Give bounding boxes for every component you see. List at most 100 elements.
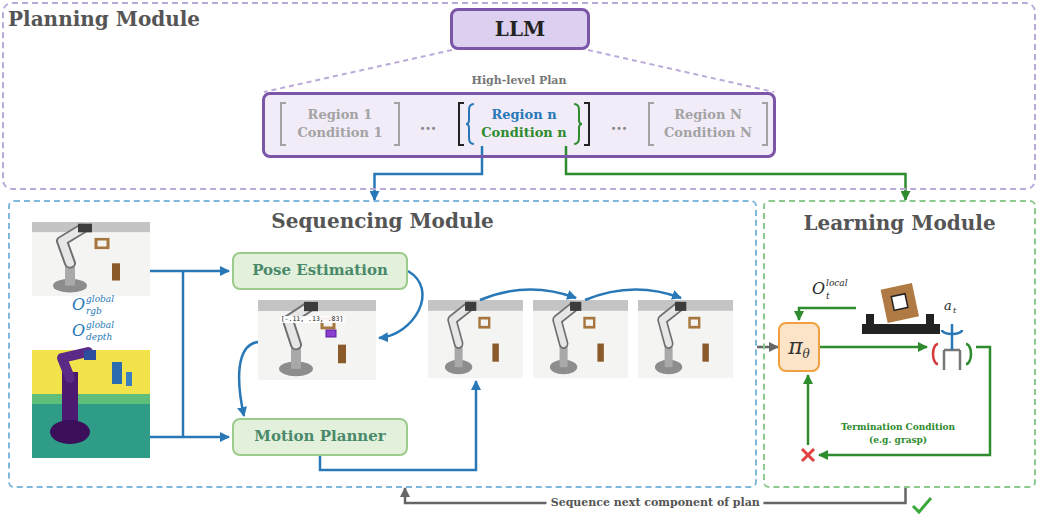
drawing-part xyxy=(891,294,908,311)
drawing-part xyxy=(649,103,654,145)
pose-coordinates: [-.11, .13, .83] xyxy=(280,316,345,323)
region-text: Region N xyxy=(674,106,742,124)
drawing-part xyxy=(951,324,954,350)
condition-text: Condition N xyxy=(664,124,752,142)
plan-box: High-level PlanRegion 1Condition 1Region… xyxy=(262,92,776,158)
superscript: global xyxy=(86,295,114,304)
drawing-part xyxy=(588,50,774,92)
subscript: t xyxy=(953,307,956,315)
drawing-part xyxy=(32,394,150,404)
drawing-part xyxy=(32,350,150,458)
drawing-part xyxy=(459,103,464,145)
observation-symbol: O xyxy=(72,297,85,313)
drawing-part xyxy=(862,324,940,334)
condition-text: Condition 1 xyxy=(297,124,382,142)
drawing-part xyxy=(281,103,286,145)
depth-image xyxy=(32,350,150,458)
pose-image xyxy=(258,300,376,380)
drawing-part xyxy=(150,436,229,439)
drawing-part xyxy=(807,375,810,445)
module-title: Sequencing Module xyxy=(10,209,755,233)
rgb-image xyxy=(32,222,150,296)
policy-box: πθ xyxy=(778,322,820,372)
trajectory-image xyxy=(533,300,628,378)
plan-step: Region nCondition n xyxy=(474,102,574,146)
plan-brackets xyxy=(281,103,767,145)
flow-arrow xyxy=(566,146,906,200)
drawing-part xyxy=(881,283,919,323)
drawing-part xyxy=(126,372,132,386)
drawing-part xyxy=(933,344,938,364)
observation-symbol: O xyxy=(72,323,85,339)
action-icon xyxy=(933,324,971,370)
pose-marker xyxy=(326,330,336,337)
plan-fill xyxy=(262,92,776,158)
observation-symbol: O xyxy=(812,281,825,297)
termination-note: Termination Condition xyxy=(841,423,955,433)
flow-arrow xyxy=(375,146,483,200)
module-title: Planning Module xyxy=(8,7,200,31)
termination-note: (e.g. grasp) xyxy=(869,436,927,446)
drawing-part xyxy=(394,103,399,145)
learning-arrows xyxy=(799,308,990,455)
ellipsis: ... xyxy=(420,117,437,133)
drawing-part xyxy=(50,420,90,444)
region-text: Region n xyxy=(491,106,556,124)
planning-module: Planning ModuleLLMHigh-level PlanRegion … xyxy=(2,2,1036,190)
drawing-part xyxy=(84,350,96,360)
region-text: Region 1 xyxy=(308,106,373,124)
action-symbol: a xyxy=(944,299,952,312)
llm-label: LLM xyxy=(495,18,545,41)
drawing-part xyxy=(585,289,681,300)
drawing-part xyxy=(819,347,990,455)
drawing-part xyxy=(966,344,971,364)
subscript: depth xyxy=(86,333,112,342)
drawing-part xyxy=(574,104,582,144)
trajectory-image xyxy=(638,300,733,378)
drawing-part xyxy=(182,271,185,437)
drawing-part xyxy=(799,308,856,320)
flow-arrow xyxy=(757,346,778,349)
drawing-part xyxy=(264,50,452,92)
drawing-part xyxy=(944,350,960,370)
edge-label: Sequence next component of plan xyxy=(547,496,764,509)
drawing-part xyxy=(32,350,150,394)
policy-subscript: θ xyxy=(803,348,810,360)
policy-symbol: π xyxy=(788,336,802,358)
process-box: Pose Estimation xyxy=(232,252,408,290)
drawing-part xyxy=(881,283,919,323)
module-title: Learning Module xyxy=(765,211,1034,235)
drawing-part xyxy=(480,289,576,300)
superscript: local xyxy=(826,279,848,288)
drawing-part xyxy=(820,346,927,349)
plan-step: Region NCondition N xyxy=(656,102,760,146)
condition-text: Condition n xyxy=(481,124,567,142)
trajectory-image xyxy=(428,300,523,378)
drawing-part xyxy=(942,330,962,334)
process-box: Motion Planner xyxy=(232,418,408,456)
subscript: rgb xyxy=(86,307,102,316)
process-label: Motion Planner xyxy=(254,428,385,445)
drawing-part xyxy=(150,270,229,273)
plan-step: Region 1Condition 1 xyxy=(288,102,392,146)
local-image xyxy=(856,280,946,336)
llm-box: LLM xyxy=(450,8,590,50)
sequencing-arrows xyxy=(150,271,681,470)
sequencing-module: Sequencing ModulePose EstimationMotion P… xyxy=(8,200,757,488)
ellipsis: ... xyxy=(611,117,628,133)
drawing-part xyxy=(584,103,589,145)
process-label: Pose Estimation xyxy=(252,262,388,279)
fail-cross xyxy=(802,449,814,461)
success-check xyxy=(913,498,931,512)
drawing-part xyxy=(239,342,258,416)
drawing-part xyxy=(762,103,767,145)
drawing-part xyxy=(466,104,474,144)
superscript: global xyxy=(86,321,114,330)
drawing-part xyxy=(112,362,122,384)
subscript: t xyxy=(826,292,830,301)
llm-guides xyxy=(264,50,774,92)
drawing-part xyxy=(856,280,946,336)
plan-heading: High-level Plan xyxy=(265,74,773,87)
